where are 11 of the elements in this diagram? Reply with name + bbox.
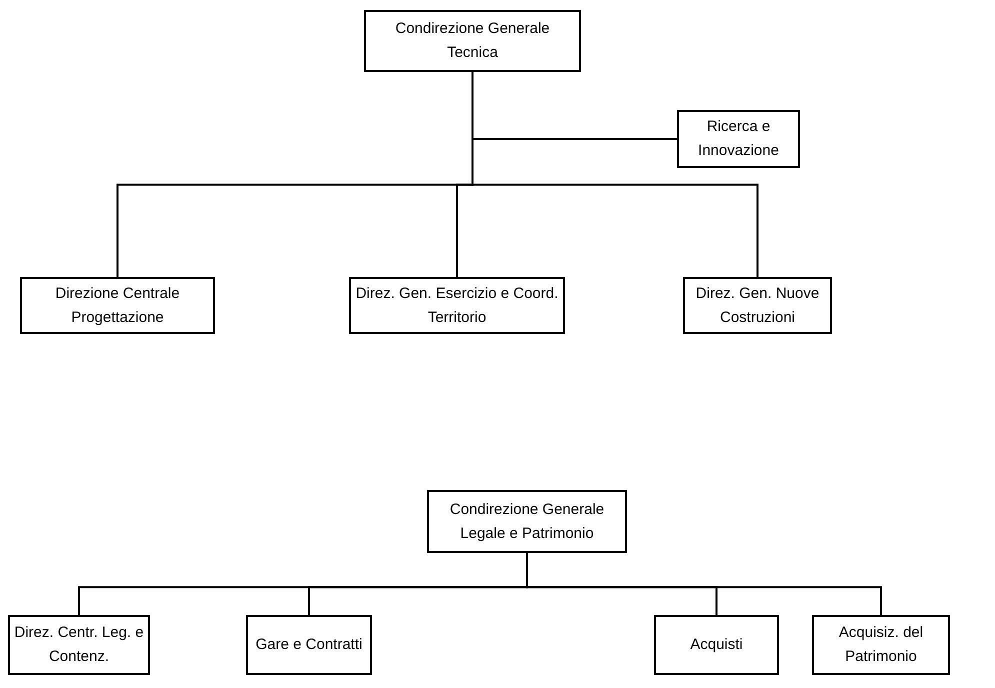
org-box: Direz. Gen. Esercizio e Coord. Territorio xyxy=(349,277,565,334)
org-box: Condirezione Generale Tecnica xyxy=(364,10,581,72)
org-box: Gare e Contratti xyxy=(246,615,372,675)
org-box: Direzione Centrale Progettazione xyxy=(20,277,215,334)
org-box: Direz. Centr. Leg. e Contenz. xyxy=(8,615,150,675)
org-box: Acquisti xyxy=(654,615,779,675)
org-box: Acquisiz. del Patrimonio xyxy=(812,615,950,675)
org-box: Direz. Gen. Nuove Costruzioni xyxy=(683,277,832,334)
org-box: Condirezione Generale Legale e Patrimonio xyxy=(427,490,627,553)
org-box: Ricerca e Innovazione xyxy=(677,110,800,168)
connector-line xyxy=(526,553,882,615)
